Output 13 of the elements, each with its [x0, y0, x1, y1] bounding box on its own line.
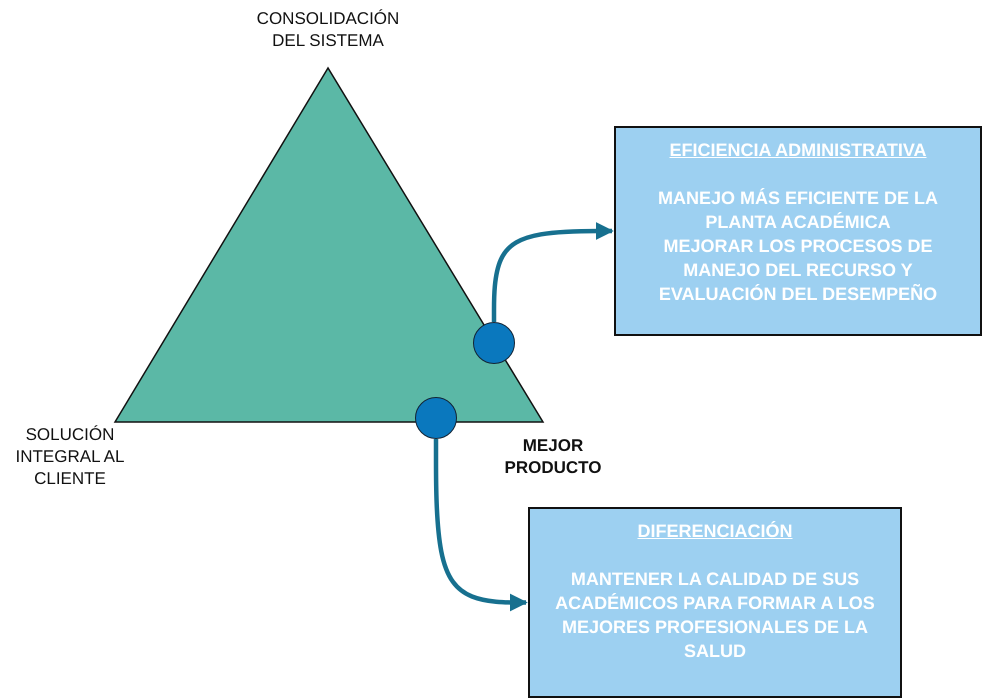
text-box: [614, 126, 982, 336]
curved-arrow: [434, 439, 528, 612]
vertex-label: CONSOLIDACIÓN DEL SISTEMA: [256, 8, 400, 52]
text-box: [528, 507, 902, 698]
vertex-label: MEJOR PRODUCTO: [504, 435, 602, 479]
curved-arrow: [492, 222, 614, 322]
box-text: MANTENER LA CALIDAD DE SUS ACADÉMICOS PARA FORMAR A LOS MEJORES PROFESIONALES DE LA SALUD: [554, 568, 876, 663]
box-text: MEJORAR LOS PROCESOS DE MANEJO DEL RECURSO Y EVALUACIÓN DEL DESEMPEÑO: [658, 235, 938, 306]
box-text: MANEJO MÁS EFICIENTE DE LA PLANTA ACADÉMICA: [656, 187, 940, 234]
box-heading: DIFERENCIACIÓN: [636, 520, 794, 543]
box-heading: EFICIENCIA ADMINISTRATIVA: [668, 139, 928, 162]
circle-marker: [415, 397, 457, 439]
vertex-label: SOLUCIÓN INTEGRAL AL CLIENTE: [14, 424, 126, 490]
